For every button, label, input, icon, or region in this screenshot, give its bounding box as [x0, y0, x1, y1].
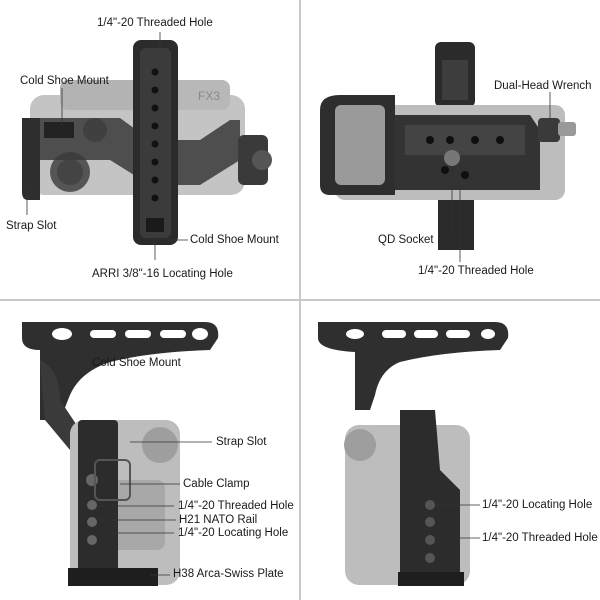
threaded-hole-label-bottom-view: 1/4"-20 Threaded Hole — [418, 265, 534, 277]
strap-slot-label: Strap Slot — [6, 220, 57, 232]
arca-swiss-plate-label: H38 Arca-Swiss Plate — [173, 568, 284, 580]
threaded-hole-label-right: 1/4"-20 Threaded Hole — [482, 532, 598, 544]
cold-shoe-mount-label: Cold Shoe Mount — [20, 75, 109, 87]
nato-rail-label: H21 NATO Rail — [179, 514, 258, 526]
threaded-hole-label: 1/4"-20 Threaded Hole — [97, 17, 213, 29]
svg-text:FX3: FX3 — [198, 89, 220, 103]
qd-socket-label: QD Socket — [378, 234, 434, 246]
strap-slot-label-side: Strap Slot — [216, 436, 267, 448]
cold-shoe-mount-label-bottom: Cold Shoe Mount — [190, 234, 279, 246]
horizontal-divider — [0, 299, 600, 301]
panel-bottom-right: 1/4"-20 Locating Hole 1/4"-20 Threaded H… — [300, 300, 600, 600]
dual-head-wrench-label: Dual-Head Wrench — [494, 80, 592, 92]
bottom-view-illustration — [320, 42, 576, 262]
locating-hole-label-side: 1/4"-20 Locating Hole — [178, 527, 289, 539]
arri-locating-hole-label: ARRI 3/8"-16 Locating Hole — [92, 268, 233, 280]
panel-bottom-left: Cold Shoe Mount Strap Slot Cable Clamp 1… — [0, 300, 300, 600]
panel-top-left: FX3 1/4"-20 Threaded Hole Cold Shoe Moun… — [0, 0, 300, 300]
left-side-illustration — [22, 322, 219, 586]
locating-hole-label-right: 1/4"-20 Locating Hole — [482, 499, 593, 511]
top-view-illustration: FX3 — [22, 32, 272, 260]
right-side-illustration — [318, 322, 509, 586]
cable-clamp-label: Cable Clamp — [183, 478, 250, 490]
panel-top-right: Dual-Head Wrench QD Socket 1/4"-20 Threa… — [300, 0, 600, 300]
threaded-hole-label-side: 1/4"-20 Threaded Hole — [178, 500, 294, 512]
cold-shoe-mount-label-side: Cold Shoe Mount — [92, 357, 181, 369]
